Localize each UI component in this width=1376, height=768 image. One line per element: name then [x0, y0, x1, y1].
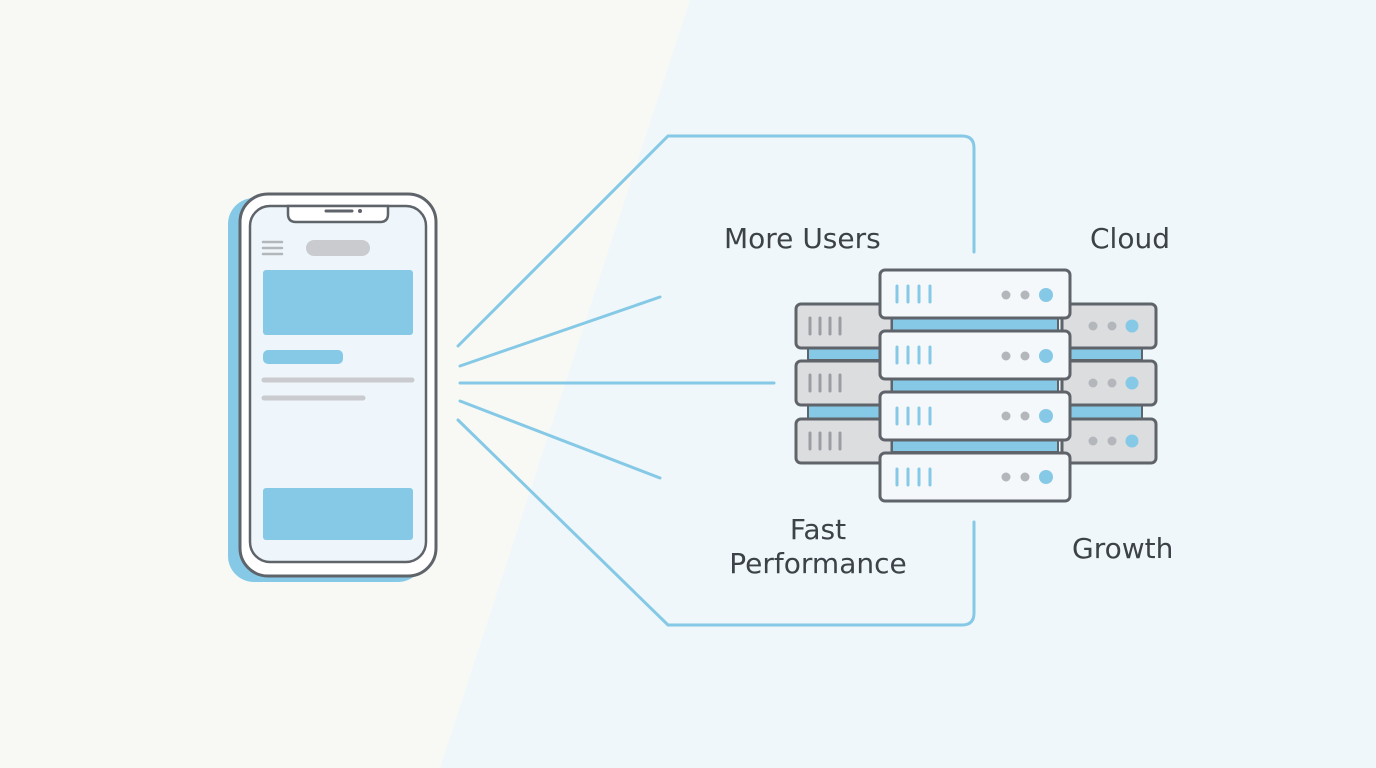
screen-subheading [263, 350, 343, 364]
smartphone-icon [228, 192, 438, 582]
label-cloud: Cloud [1090, 222, 1170, 255]
connection-line-lower [458, 399, 662, 480]
label-fast-performance-line2: Performance [729, 547, 907, 580]
server-unit-1 [878, 268, 1072, 320]
connection-line-upper [458, 295, 662, 368]
server-unit-3 [878, 390, 1072, 442]
server-unit-2 [878, 329, 1072, 381]
connection-frame-top [456, 134, 976, 348]
label-fast-performance-line1: Fast [789, 513, 847, 546]
screen-hero-block [263, 270, 413, 335]
label-more-users: More Users [724, 222, 881, 255]
menu-icon [261, 240, 284, 256]
connection-frame-bottom [456, 418, 976, 627]
server-unit-4 [878, 451, 1072, 503]
screen-title-pill [306, 240, 370, 256]
server-stack-icon [794, 268, 1158, 503]
label-fast-performance: Fast Performance [718, 513, 918, 581]
label-growth: Growth [1072, 532, 1174, 565]
screen-button-block [263, 488, 413, 540]
